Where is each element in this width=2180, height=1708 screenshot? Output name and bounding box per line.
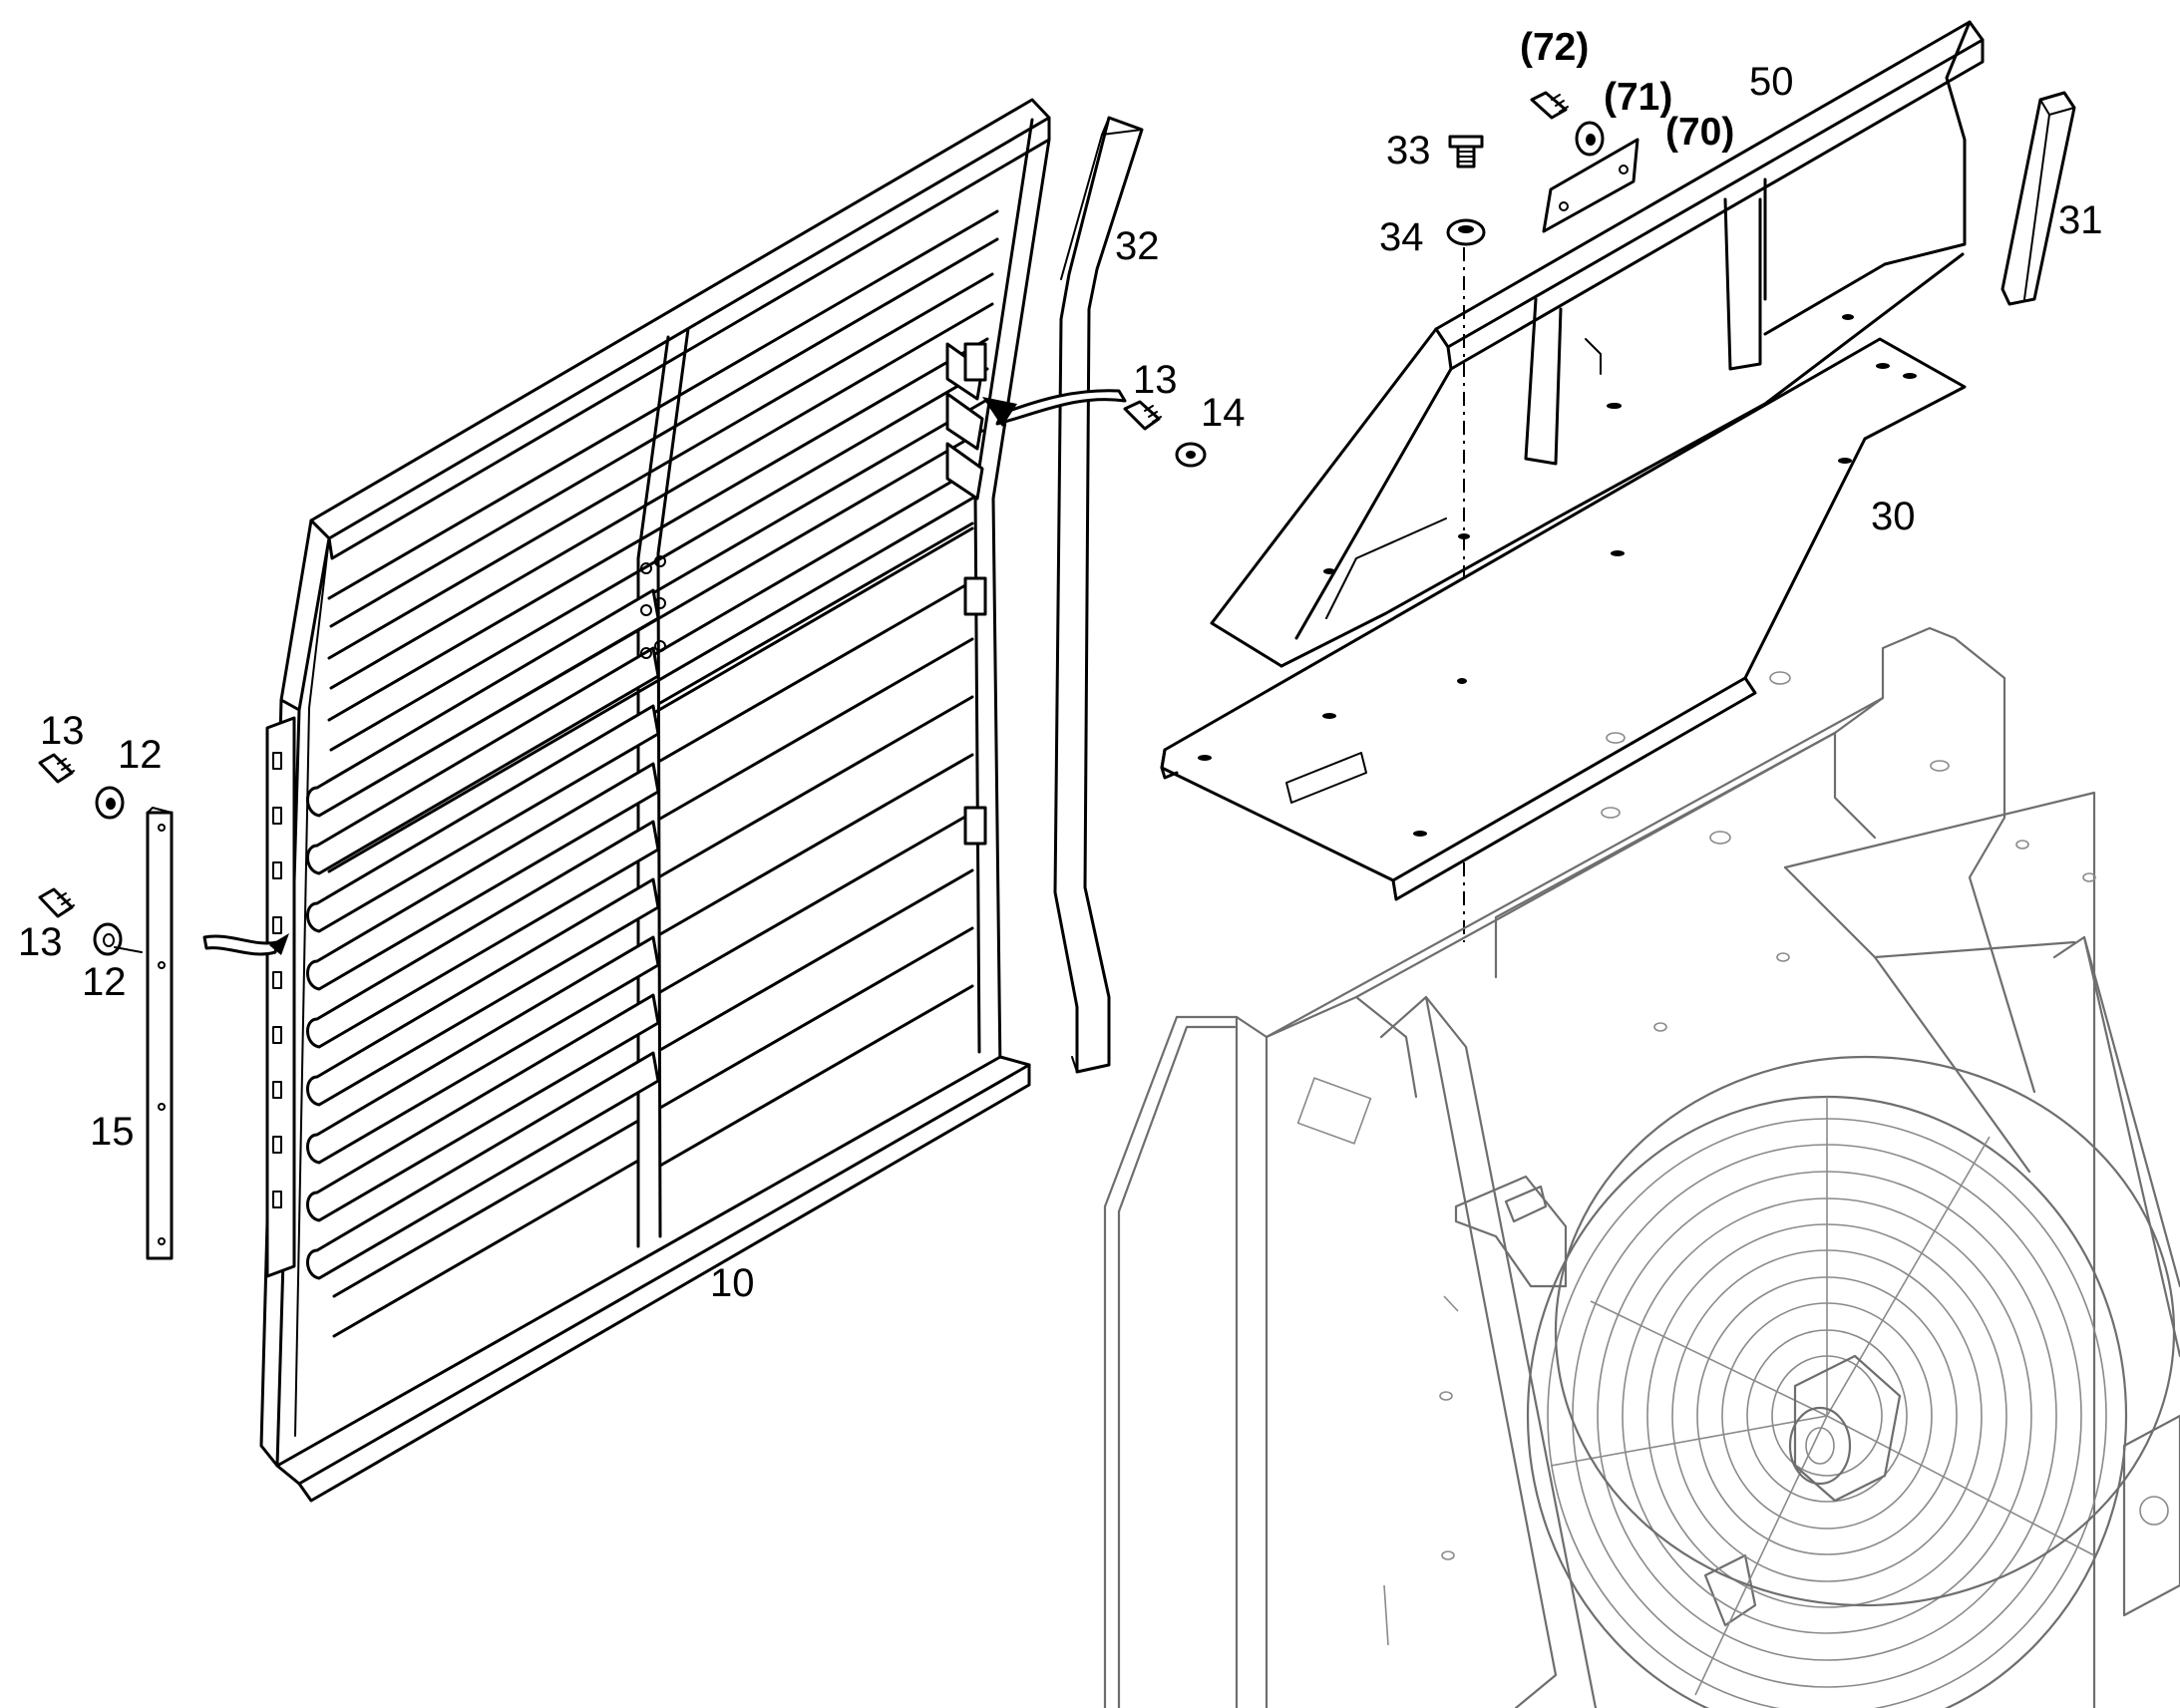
seal-strip-part-32 <box>1053 116 1144 1074</box>
bolt-72 <box>1530 91 1569 120</box>
callout-50: 50 <box>1749 60 1794 104</box>
washer-12-top <box>95 786 125 820</box>
hinge-slots <box>272 752 282 1208</box>
fan-guard <box>1526 1055 2176 1708</box>
leader-arrow-upper <box>982 389 1127 427</box>
callout-70: (70) <box>1665 111 1734 154</box>
bolt-13-upper <box>1123 400 1162 431</box>
fan-housing-assembly <box>1103 626 2180 1708</box>
washer-34 <box>1446 218 1486 246</box>
base-plate-part-30 <box>1160 337 1967 901</box>
bolt-13-left-top <box>38 753 75 784</box>
callout-labels: 10 12 12 13 13 13 14 15 30 31 32 33 34 5… <box>18 26 2103 1305</box>
callout-15: 15 <box>90 1110 135 1154</box>
washer-71 <box>1575 121 1605 157</box>
washer-14 <box>1175 442 1207 468</box>
washer-12-bottom <box>93 922 143 956</box>
callout-12-bottom: 12 <box>82 960 127 1004</box>
callout-72: (72) <box>1520 26 1589 69</box>
callout-13-left-bottom: 13 <box>18 920 63 964</box>
callout-14: 14 <box>1201 391 1246 435</box>
callout-30: 30 <box>1871 495 1916 538</box>
callout-33: 33 <box>1386 129 1431 172</box>
callout-34: 34 <box>1379 215 1424 259</box>
leader-arrow-left <box>202 933 289 956</box>
bolt-33 <box>1448 135 1484 169</box>
hinge-strip-part-15 <box>146 807 174 1260</box>
block-part-31 <box>2000 91 2076 306</box>
callout-32: 32 <box>1115 224 1160 268</box>
bolt-13-left-bottom <box>38 887 75 918</box>
callout-13-upper: 13 <box>1133 358 1178 402</box>
channel-bracket-part-50 <box>1210 20 1985 668</box>
callout-13-left-top: 13 <box>40 709 85 753</box>
callout-10: 10 <box>710 1261 755 1305</box>
lower-louvre-slats <box>306 521 974 1338</box>
nameplate-70 <box>1542 138 1639 233</box>
callout-12-top: 12 <box>118 733 163 777</box>
callout-71: (71) <box>1604 76 1672 119</box>
callout-31: 31 <box>2058 198 2103 242</box>
louvre-grille-part-10 <box>259 98 1051 1503</box>
